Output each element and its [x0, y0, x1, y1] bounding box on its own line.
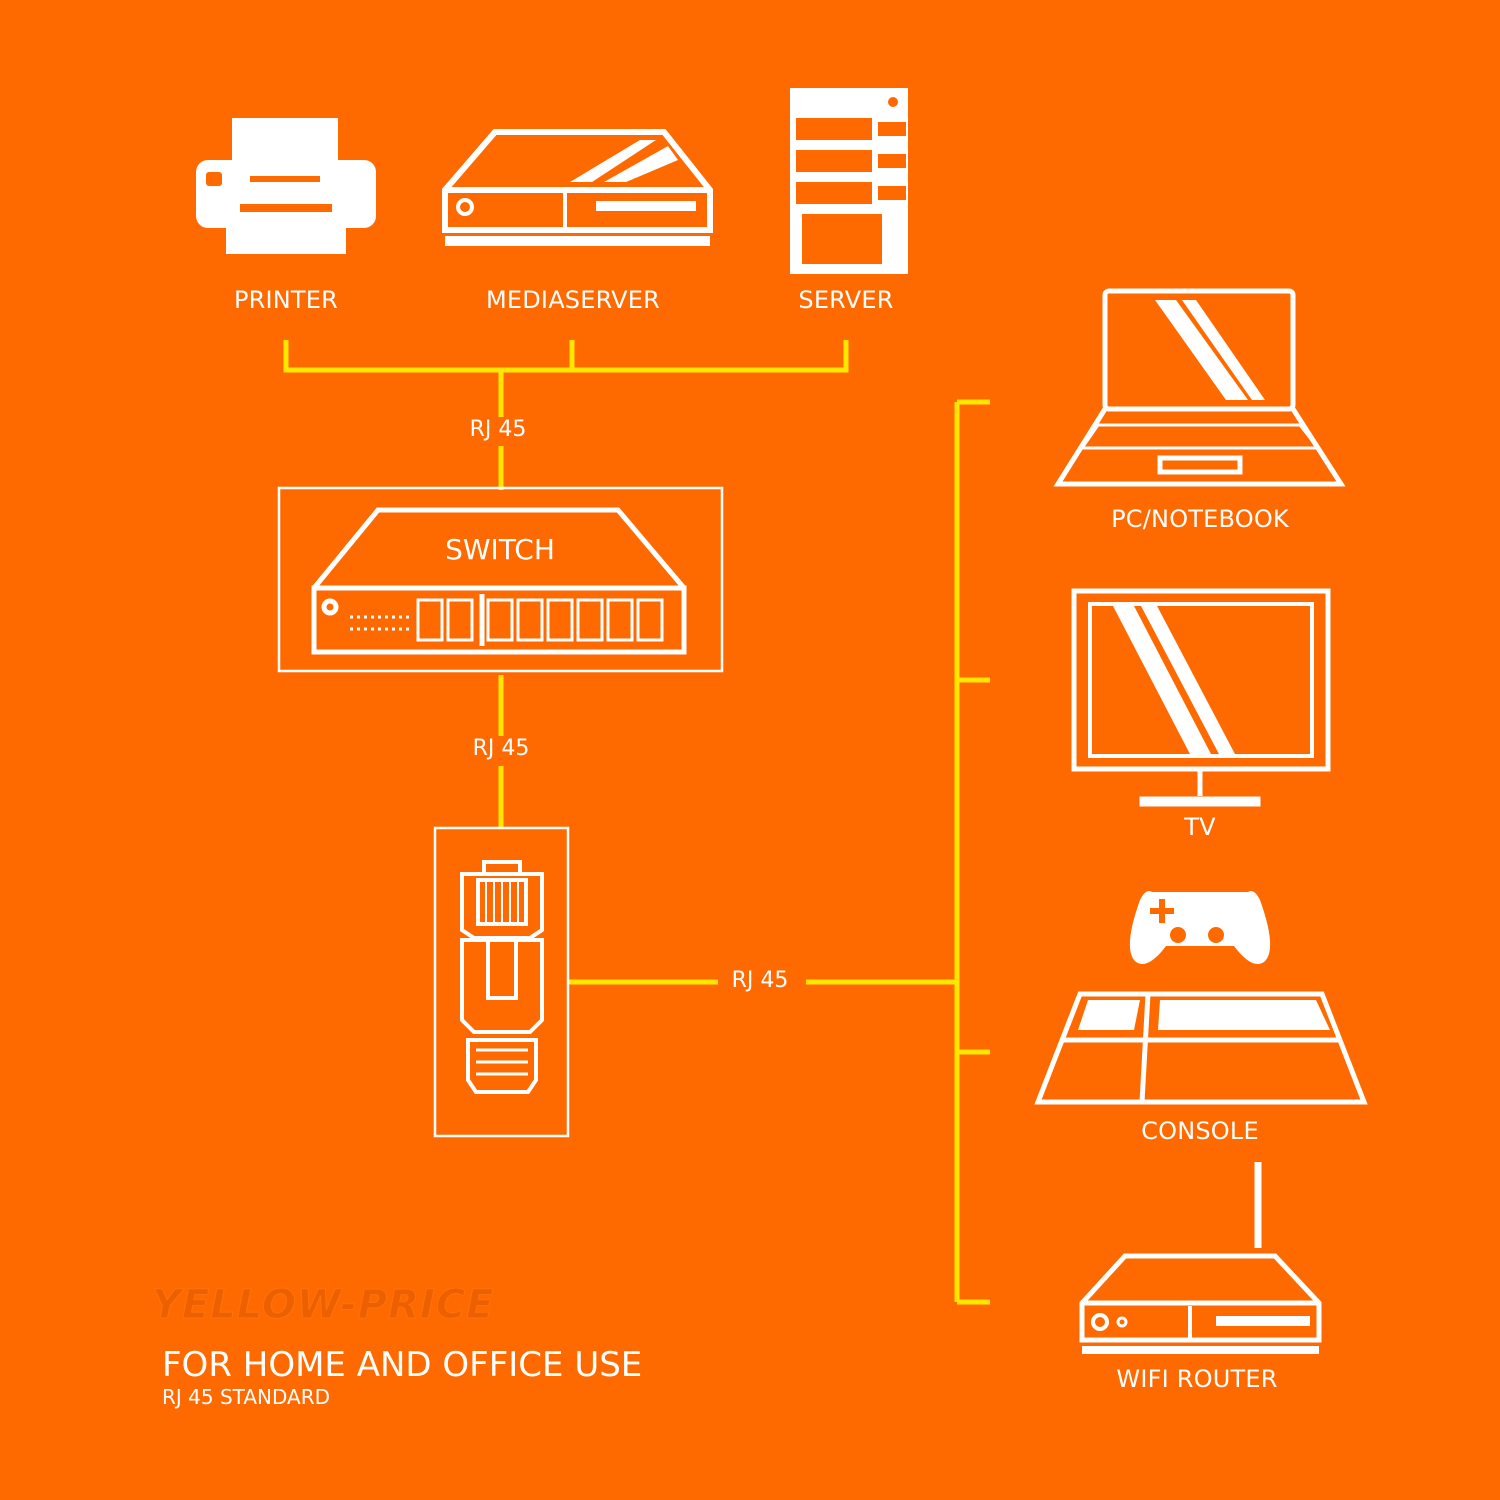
switch-icon [311, 507, 687, 655]
console-icon [1034, 991, 1368, 1105]
brand-watermark: YELLOW-PRICE [151, 1282, 495, 1329]
footer-headline: FOR HOME AND OFFICE USE [162, 1345, 643, 1385]
device-hub-line [954, 399, 990, 1305]
server-icon [790, 88, 908, 274]
wifi-router-icon [1079, 1162, 1322, 1354]
mediaserver-icon [442, 129, 713, 246]
rj45-label-top: RJ 45 [461, 417, 535, 442]
rj45-label-middle: RJ 45 [464, 736, 538, 761]
rj45-label-right: RJ 45 [723, 968, 797, 993]
console-label: CONSOLE [1141, 1117, 1259, 1145]
pc-notebook-label: PC/NOTEBOOK [1111, 505, 1289, 533]
gamepad-icon [1129, 891, 1271, 964]
connection-lines [283, 340, 990, 1305]
tv-label: TV [1184, 813, 1216, 841]
server-label: SERVER [798, 286, 894, 314]
mediaserver-label: MEDIASERVER [485, 286, 661, 314]
printer-icon [196, 118, 376, 254]
wifi-router-label: WIFI ROUTER [1116, 1365, 1278, 1393]
rj45-plug-icon [460, 860, 544, 1094]
printer-label: PRINTER [233, 286, 339, 314]
laptop-icon [1053, 288, 1346, 487]
tv-icon [1071, 588, 1331, 807]
switch-label: SWITCH [445, 533, 555, 566]
jack-frame [433, 826, 570, 1138]
footer-subline: RJ 45 STANDARD [162, 1385, 330, 1409]
switch-frame [277, 486, 724, 673]
top-bus-line [283, 340, 849, 490]
